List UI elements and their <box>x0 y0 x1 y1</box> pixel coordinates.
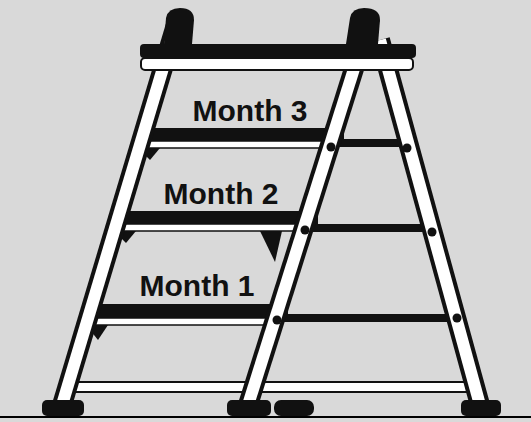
rivets <box>273 143 462 325</box>
ground-line <box>0 416 531 418</box>
ladder-steps <box>86 128 344 340</box>
step-label: Month 2 <box>164 177 279 210</box>
step-label: Month 1 <box>140 269 255 302</box>
step-label: Month 3 <box>193 94 308 127</box>
ladder-rails <box>62 18 480 405</box>
top-platform <box>140 44 416 70</box>
handles <box>164 8 380 44</box>
ladder-feet <box>42 400 501 416</box>
